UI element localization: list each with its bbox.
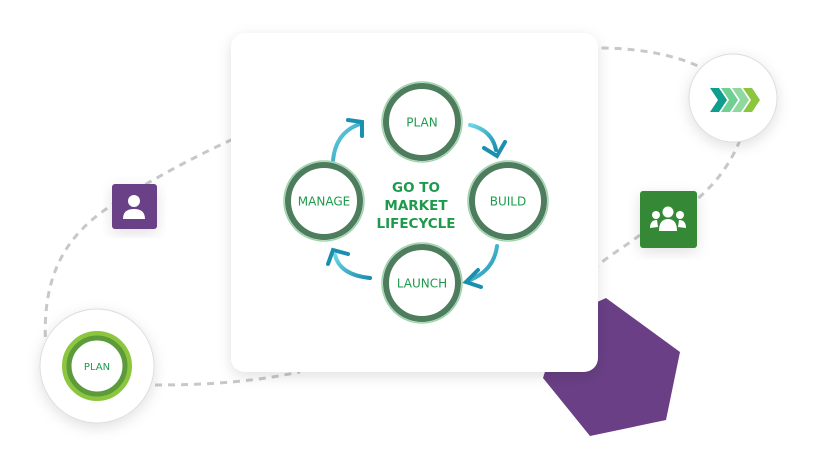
diagram-card [231,33,598,372]
badge-label: PLAN [84,362,110,373]
stage-launch: LAUNCH [381,242,463,324]
chevrons-icon [710,88,760,112]
plan-badge: PLAN [39,308,155,424]
team-tile [640,191,697,248]
center-title: GO TO MARKET LIFECYCLE [376,180,455,232]
arrow-build-launch [468,244,499,282]
stage-manage: MANAGE [283,160,365,242]
arrow-head-icon [326,247,350,266]
user-icon [123,195,145,219]
stage-label: MANAGE [298,195,350,209]
stage-label: BUILD [490,195,526,209]
arrow-head-icon [346,118,364,138]
arrow-launch-manage [333,253,372,280]
arrow-head-icon [482,140,507,159]
arrow-head-icon [462,268,483,289]
stage-plan: PLAN [381,81,463,163]
svg-text:MARKET: MARKET [384,198,448,214]
chevrons-badge [688,53,778,143]
svg-text:LIFECYCLE: LIFECYCLE [376,216,455,232]
cycle-arrows [326,118,507,289]
arrow-manage-plan [331,122,362,162]
arrow-plan-build [468,123,498,152]
user-tile [112,184,157,229]
stage-label: PLAN [406,116,437,130]
stage-label: LAUNCH [397,277,447,291]
team-icon [650,206,686,231]
svg-text:GO TO: GO TO [392,180,440,196]
stage-build: BUILD [467,160,549,242]
